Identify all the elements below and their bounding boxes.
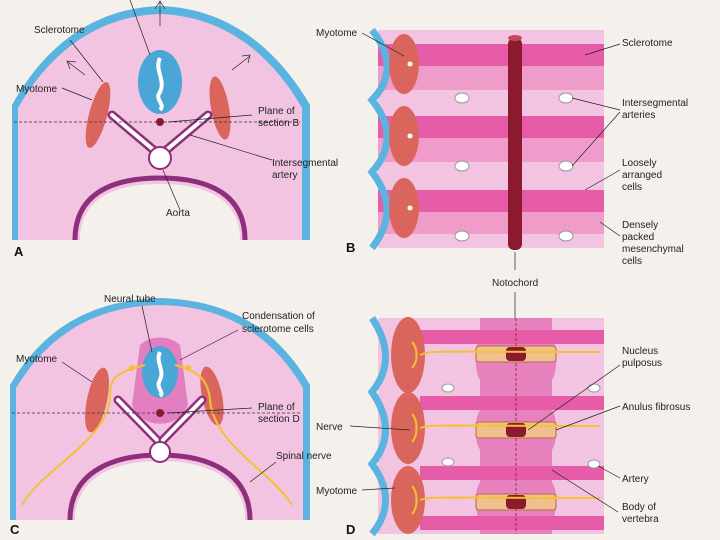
panel-b-myotome-1 — [389, 34, 419, 94]
panel-b-artery — [559, 93, 573, 103]
panel-b-myotome-2 — [389, 106, 419, 166]
panel-b-artery — [559, 231, 573, 241]
panel-a-letter: A — [14, 244, 24, 259]
panel-d: Nerve Myotome Nucleus pulposus Anulus fi… — [316, 317, 690, 537]
panel-b-label-dense-2: packed — [622, 232, 654, 243]
panel-b-artery — [455, 93, 469, 103]
panel-b-notochord — [508, 38, 522, 250]
panel-b-label-myotome: Myotome — [316, 28, 358, 39]
panel-d-label-nucleus-2: pulposus — [622, 358, 662, 369]
panel-c-label-neural-tube: Neural tube — [104, 294, 156, 305]
panel-d-label-nucleus-1: Nucleus — [622, 346, 658, 357]
panel-d-label-body-2: vertebra — [622, 514, 659, 525]
panel-c-letter: C — [10, 522, 20, 537]
panel-b-myotome-3 — [389, 178, 419, 238]
panel-a-label-sclerotome: Sclerotome — [34, 25, 85, 36]
panel-c-ganglion-right — [185, 365, 191, 371]
panel-b-myotome-nucleus-2 — [408, 134, 413, 139]
panel-d-myotome-1 — [391, 317, 425, 393]
panel-d-myotome-3 — [391, 466, 425, 534]
panel-b-label-loose-2: arranged — [622, 170, 662, 181]
panel-c-ganglion-left — [129, 365, 135, 371]
panel-d-dense-band-1 — [420, 330, 604, 344]
panel-d-label-myotome: Myotome — [316, 486, 358, 497]
panel-c-label-cond-2: sclerotome cells — [242, 324, 314, 335]
panel-d-dense-band-3 — [420, 466, 604, 480]
panel-b-letter: B — [346, 240, 355, 255]
panel-a: Sclerotome Myotome Plane of section B In… — [12, 0, 338, 259]
panel-b-artery — [559, 161, 573, 171]
panel-a-label-artery-1: Intersegmental — [272, 158, 338, 169]
panel-d-artery — [588, 384, 600, 392]
panel-d-label-body-1: Body of — [622, 502, 656, 513]
panel-d-myotome-2 — [391, 392, 425, 464]
panel-c-label-plane-1: Plane of — [258, 402, 295, 413]
panel-d-artery — [442, 458, 454, 466]
panel-a-label-aorta: Aorta — [166, 208, 190, 219]
panel-b-label-inter-2: arteries — [622, 110, 655, 121]
panel-c-label-spinal-nerve: Spinal nerve — [276, 451, 332, 462]
panel-b-label-dense-1: Densely — [622, 220, 658, 231]
panel-b-label-loose-1: Loosely — [622, 158, 656, 169]
panel-b-artery — [455, 161, 469, 171]
panel-b-label-inter-1: Intersegmental — [622, 98, 688, 109]
panel-d-label-nerve: Nerve — [316, 422, 343, 433]
panel-b-label-loose-3: cells — [622, 182, 642, 193]
panel-d-label-anulus: Anulus fibrosus — [622, 402, 690, 413]
panel-b-label-sclerotome: Sclerotome — [622, 38, 673, 49]
panel-a-label-plane-1: Plane of — [258, 106, 295, 117]
panel-b-notochord-top — [508, 35, 522, 41]
panel-c-aorta — [150, 442, 170, 462]
panel-c-label-plane-2: section D — [258, 414, 300, 425]
panel-c: Neural tube Condensation of sclerotome c… — [10, 294, 332, 537]
panel-d-artery — [588, 460, 600, 468]
panel-c-label-cond-1: Condensation of — [242, 311, 315, 322]
panel-b-myotome-nucleus-3 — [408, 206, 413, 211]
panel-a-label-artery-2: artery — [272, 170, 298, 181]
panel-d-label-artery: Artery — [622, 474, 649, 485]
notochord-label: Notochord — [492, 278, 538, 289]
panel-a-label-plane-2: section B — [258, 118, 299, 129]
panel-b-artery — [455, 231, 469, 241]
panel-b-label-dense-3: mesenchymal — [622, 244, 684, 255]
panel-b: Myotome Sclerotome Intersegmental arteri… — [316, 28, 688, 267]
panel-b-myotome-nucleus-1 — [408, 62, 413, 67]
panel-d-artery — [442, 384, 454, 392]
panel-a-label-myotome: Myotome — [16, 84, 58, 95]
panel-b-label-dense-4: cells — [622, 256, 642, 267]
panel-d-dense-band-2 — [420, 396, 604, 410]
panel-d-dense-band-4 — [420, 516, 604, 530]
panel-d-letter: D — [346, 522, 355, 537]
panel-c-label-myotome: Myotome — [16, 354, 58, 365]
panel-a-aorta — [149, 147, 171, 169]
